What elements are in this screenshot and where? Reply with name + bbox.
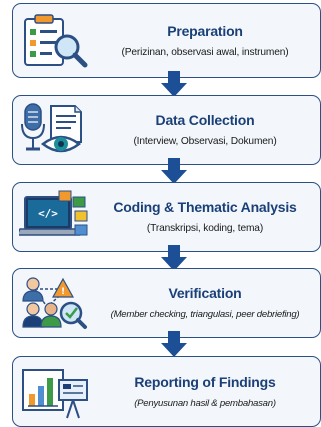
flow-arrow-icon — [161, 245, 187, 271]
step-reporting-of-findings: Reporting of Findings (Penyusunan hasil … — [12, 356, 321, 427]
step-subtitle: (Transkripsi, koding, tema) — [146, 223, 264, 234]
step-verification: ! Verification (Member checking, triangu… — [12, 268, 321, 338]
flow-arrow-icon — [161, 71, 187, 97]
flow-arrow-icon — [161, 331, 187, 357]
presentation-chart-icon — [19, 364, 93, 420]
clipboard-magnifier-icon — [19, 13, 93, 69]
step-subtitle: (Penyusunan hasil & pembahasan) — [134, 397, 276, 409]
step-title: Coding & Thematic Analysis — [113, 199, 297, 215]
laptop-code-icon: </> — [15, 189, 93, 245]
people-checkmark-icon: ! — [19, 275, 93, 331]
step-title: Verification — [168, 285, 242, 301]
svg-text:</>: </> — [38, 207, 58, 220]
step-preparation: Preparation (Perizinan, observasi awal, … — [12, 3, 321, 78]
step-subtitle: (Interview, Observasi, Dokumen) — [133, 136, 277, 147]
step-coding-thematic-analysis: </> Coding & Thematic Analysis (Transkri… — [12, 182, 321, 252]
step-title: Reporting of Findings — [134, 373, 276, 390]
step-subtitle: (Perizinan, observasi awal, instrumen) — [121, 46, 289, 58]
flow-arrow-icon — [161, 158, 187, 184]
microphone-document-eye-icon — [19, 102, 93, 158]
step-title: Preparation — [167, 22, 243, 39]
step-subtitle: (Member checking, triangulasi, peer debr… — [110, 309, 300, 320]
svg-text:!: ! — [61, 287, 65, 297]
step-title: Data Collection — [155, 112, 255, 128]
step-data-collection: Data Collection (Interview, Observasi, D… — [12, 95, 321, 165]
